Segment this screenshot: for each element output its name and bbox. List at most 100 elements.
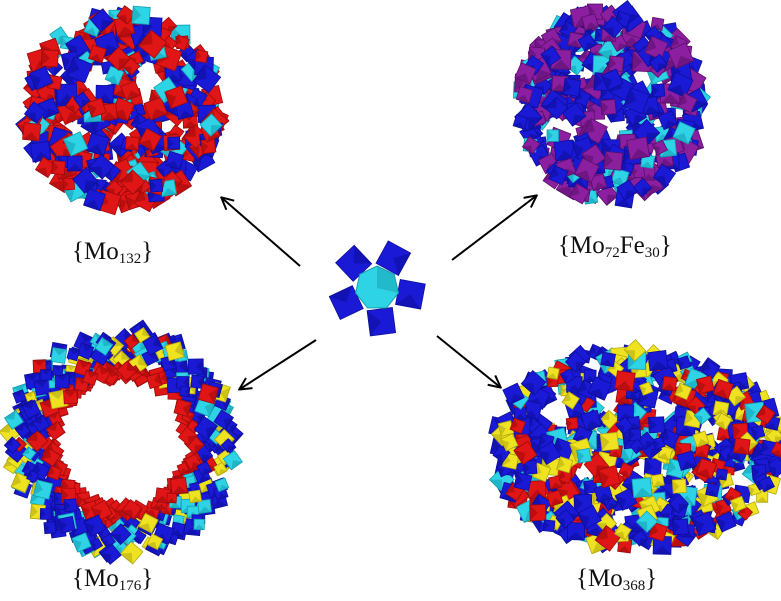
polyhedron-facet [54,67,63,76]
polyhedron-facet [161,508,171,515]
polyhedron-facet [220,387,231,403]
polyhedron-facet [26,470,33,479]
polyhedron-facet [640,161,653,169]
polyhedron-facet [143,509,157,519]
polyhedron-facet [568,178,587,189]
polyhedron-facet [193,65,208,81]
polyhedron-facet [151,51,167,61]
polyhedron-facet [46,421,58,431]
polyhedron-facet [63,188,75,202]
polyhedron-facet [489,479,502,492]
polyhedron-facet [32,415,44,424]
polyhedron-facet [105,75,119,85]
polyhedron-facet [138,139,154,151]
polyhedron-facet [184,527,200,536]
polyhedron-facet [585,21,599,31]
polyhedron-facet [83,522,95,537]
polyhedron-facet [601,139,611,157]
polyhedron-facet [146,541,158,550]
polyhedron-facet [61,54,71,70]
polyhedron-facet [602,27,615,38]
polyhedron-facet [569,183,580,197]
polyhedron-facet [190,462,202,471]
polyhedron-facet [84,27,97,37]
polyhedron-facet [55,374,69,382]
polyhedron-facet [152,334,163,349]
polyhedron-facet [48,389,65,400]
polyhedron-facet [116,14,128,24]
polyhedron-facet [110,533,121,545]
arrow-to-mo132 [222,198,301,267]
polyhedron-facet [120,169,133,183]
polyhedron-facet [184,387,190,397]
polyhedron-facet [644,36,657,53]
label-mo72fe30: {Mo72Fe30} [558,232,672,261]
polyhedron-facet [646,132,660,146]
polyhedron-facet [53,347,67,356]
polyhedron-facet [630,148,650,160]
polyhedron-facet [217,492,229,501]
polyhedron-facet [131,334,139,343]
polyhedron-facet [548,165,559,179]
polyhedron-facet [170,529,183,537]
polyhedron-facet [172,486,188,495]
polyhedron-facet [182,376,189,389]
polyhedron-facet [574,170,591,183]
polyhedron-facet [198,475,211,484]
polyhedron-facet [87,103,97,118]
polyhedron-facet [162,188,177,197]
polyhedron-facet [66,56,80,76]
polyhedron-facet [71,538,82,553]
polyhedron-facet [41,49,50,66]
polyhedron-facet [195,358,204,374]
polyhedron-facet [42,448,52,460]
polyhedron-facet [29,73,41,90]
polyhedron-facet [15,423,24,431]
polyhedron-facet [673,132,689,144]
polyhedron-facet [83,199,100,211]
polyhedron-facet [4,410,16,420]
polyhedron-facet [663,127,674,140]
polyhedron-facet [84,180,99,194]
polyhedron-facet [138,523,152,533]
polyhedron-facet [230,424,238,433]
polyhedron-facet [40,508,46,520]
polyhedron-facet [25,391,34,398]
polyhedron-facet [22,131,40,142]
polyhedron-facet [528,117,543,131]
label-mo132: {Mo132} [72,238,154,267]
polyhedron-facet [176,334,186,349]
polyhedron-facet [653,175,667,187]
polyhedron-facet [63,499,71,512]
polyhedron-facet [0,421,11,433]
polyhedron-facet [62,178,69,191]
polyhedron-facet [657,63,668,73]
polyhedron-facet [624,189,637,201]
polyhedron-facet [522,145,533,154]
polyhedron-facet [182,402,192,417]
polyhedron-facet [122,66,132,76]
polyhedron-facet [204,402,216,417]
polyhedron-facet [572,142,584,160]
polyhedron-facet [88,53,102,63]
polyhedron-facet [30,504,38,519]
polyhedron-facet [90,542,97,551]
polyhedron-facet [54,516,63,531]
polyhedron-facet [178,110,194,120]
polyhedron-facet [179,357,189,374]
polyhedron-facet [131,6,142,24]
polyhedron-facet [101,20,114,32]
polyhedron-facet [189,146,200,158]
polyhedron-facet [122,509,134,520]
polyhedron-facet [581,62,596,74]
polyhedron-facet [69,348,80,355]
polyhedron-facet [11,472,22,487]
polyhedron-facet [63,389,77,397]
polyhedron-facet [223,417,234,430]
polyhedron-facet [559,21,569,32]
pentagonal-unit-icon [328,240,426,337]
polyhedron-facet [30,481,39,494]
polyhedron-facet [33,480,43,496]
polyhedron-facet [24,372,39,381]
polyhedron-facet [516,94,529,103]
